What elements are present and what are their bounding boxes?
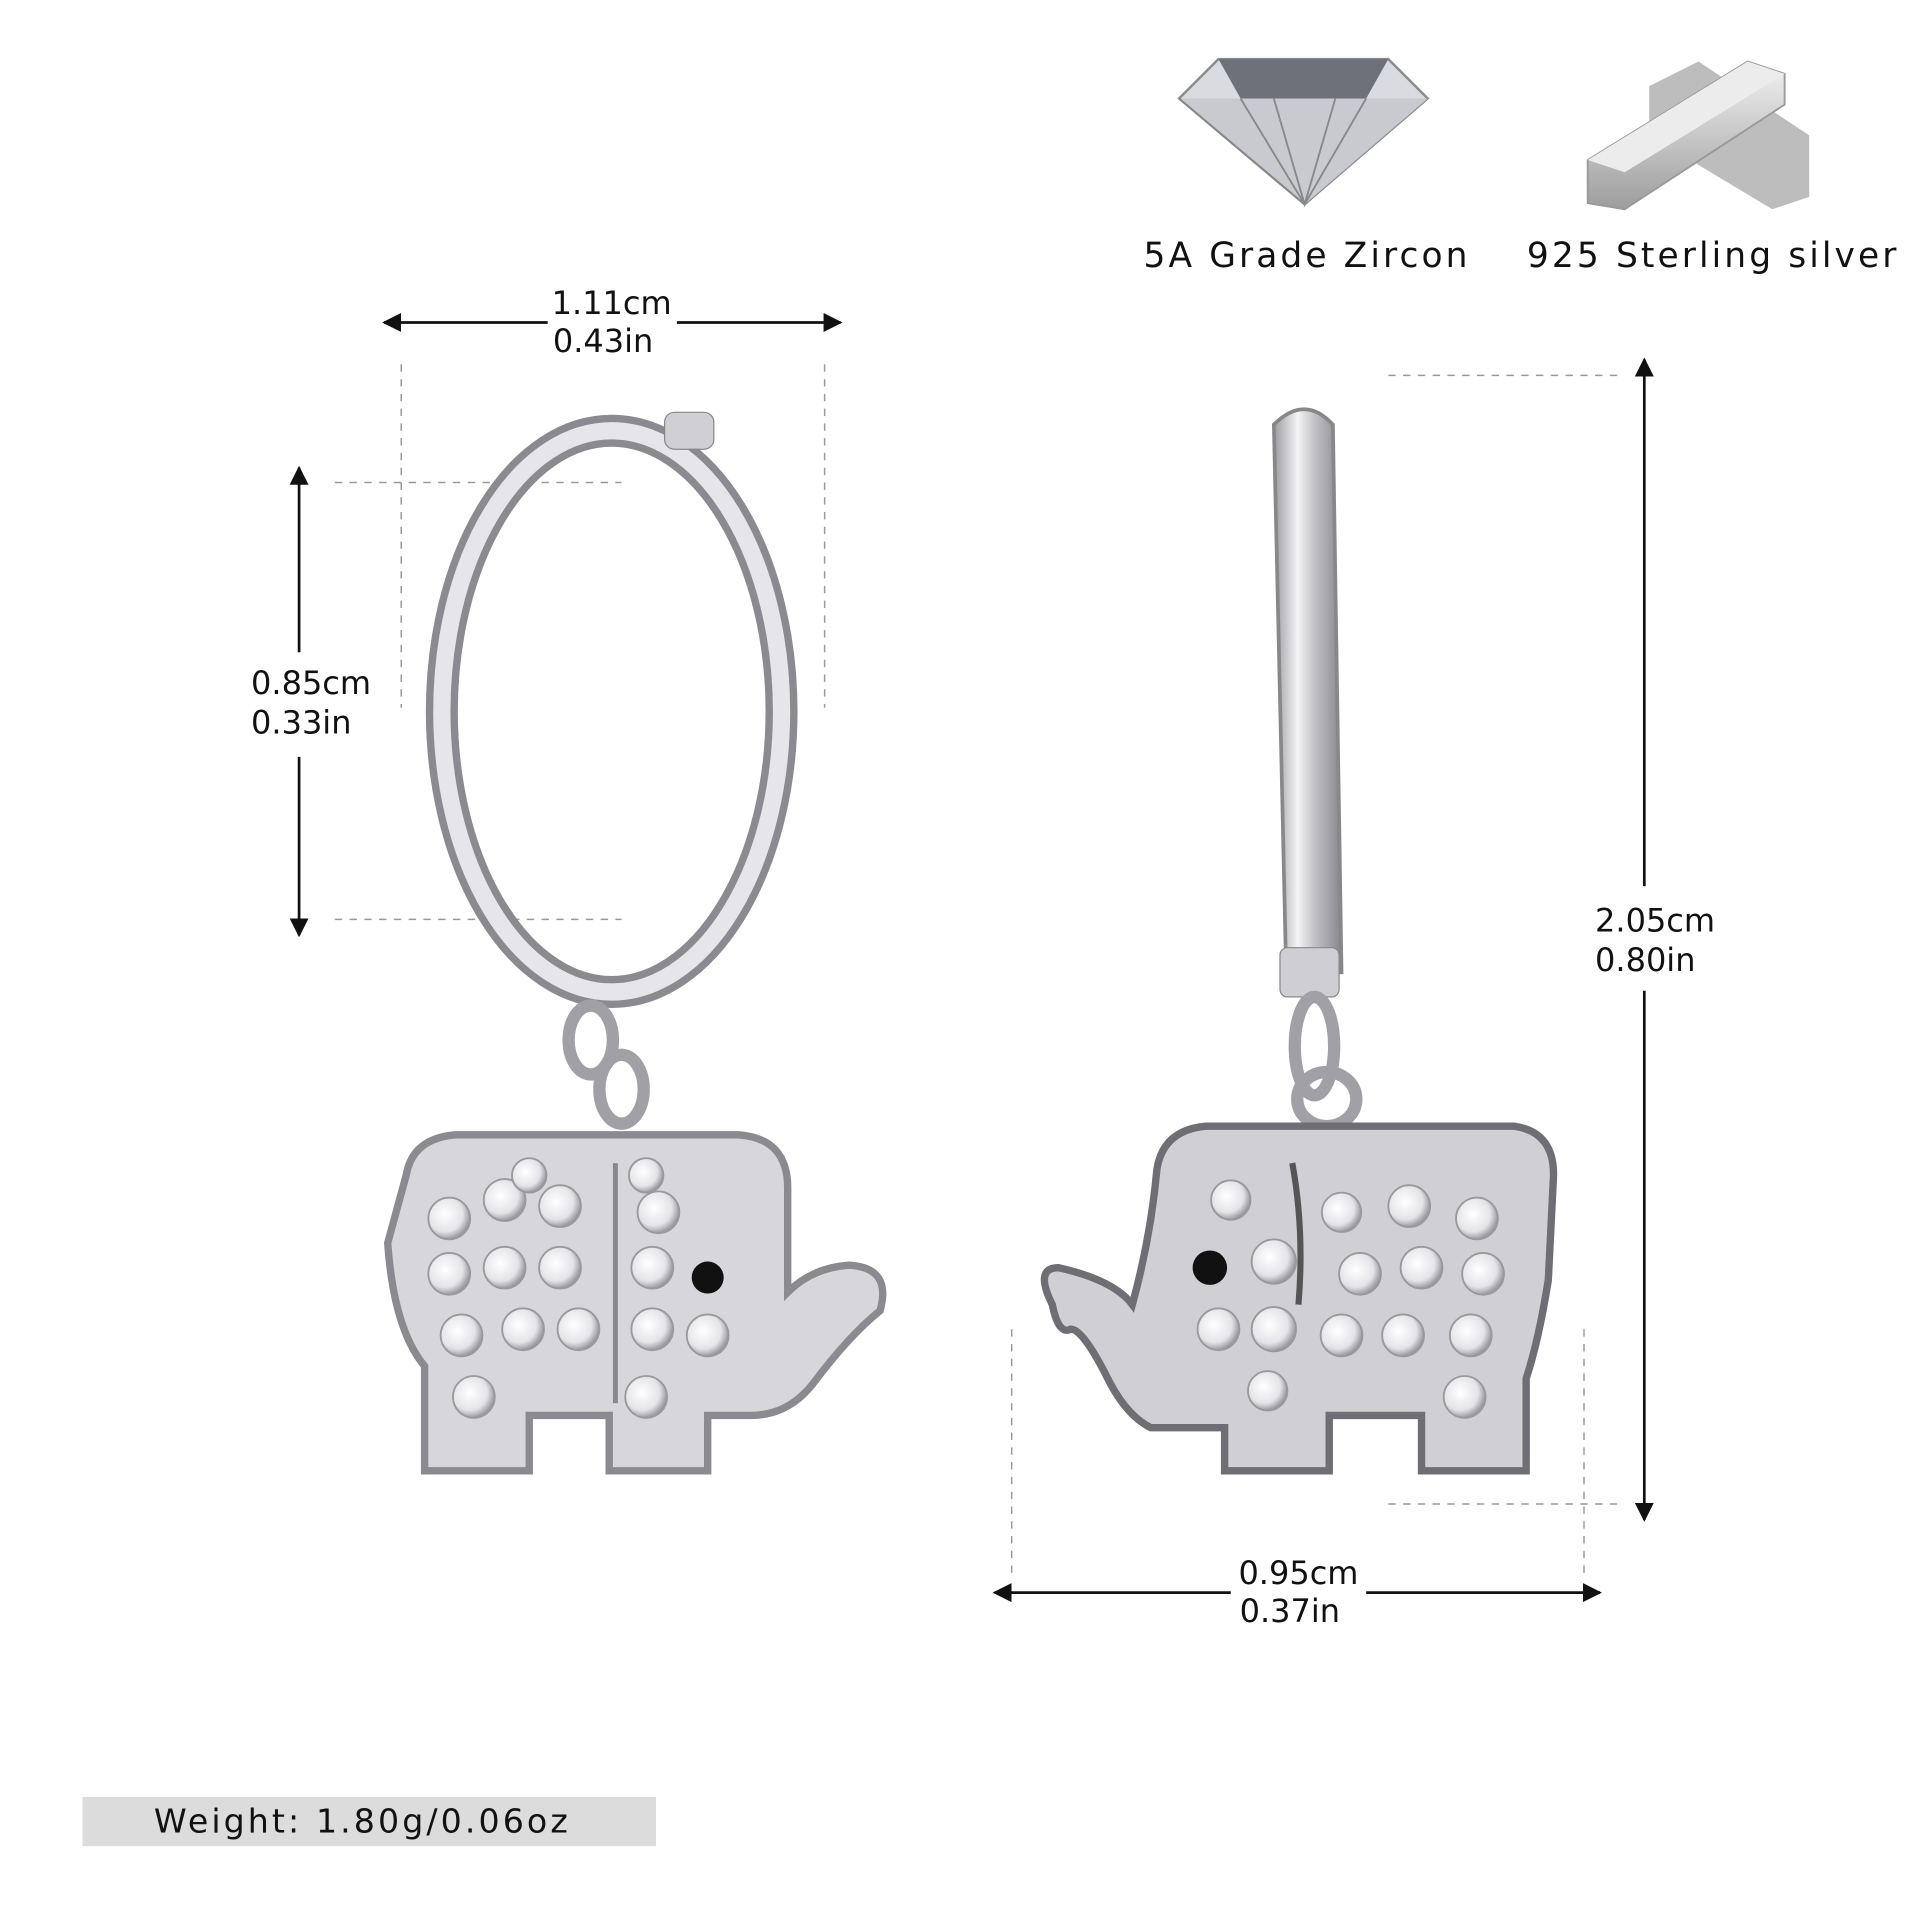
hoop-height-in: 0.33in	[251, 704, 351, 742]
elephant-eye	[691, 1261, 724, 1294]
pendant-width-in: 0.37in	[1240, 1592, 1340, 1630]
hoop-width-cm: 1.11cm	[552, 284, 672, 322]
weight-text: Weight: 1.80g/0.06oz	[154, 1802, 571, 1841]
earring-side-view	[1040, 407, 1558, 1475]
hoop-width-in: 0.43in	[553, 322, 653, 360]
earring-front-view	[383, 411, 887, 1475]
zircon-stones	[1196, 1179, 1505, 1419]
dimension-arrows	[289, 312, 1654, 1603]
zircon-diamond-icon	[1177, 57, 1430, 208]
silver-bars-icon	[1586, 60, 1810, 211]
total-length-in: 0.80in	[1595, 941, 1695, 979]
pendant-width-cm: 0.95cm	[1238, 1554, 1358, 1592]
elephant-eye	[1192, 1250, 1228, 1285]
total-length-cm: 2.05cm	[1595, 902, 1715, 940]
zircon-stones	[427, 1157, 730, 1419]
weight-badge	[82, 1796, 656, 1847]
feature-label-zircon: 5A Grade Zircon	[1144, 236, 1471, 276]
hoop-height-cm: 0.85cm	[251, 664, 371, 702]
feature-label-silver: 925 Sterling silver	[1527, 236, 1900, 276]
guide-lines	[334, 364, 1625, 1576]
